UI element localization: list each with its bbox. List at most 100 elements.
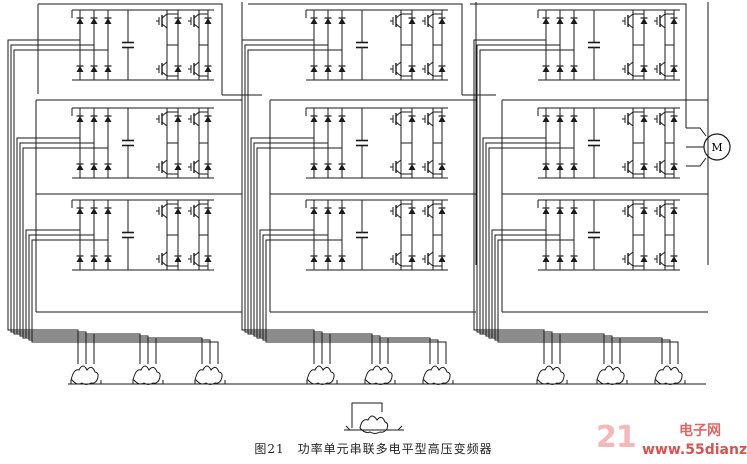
transformer-winding-icon <box>306 365 338 385</box>
igbt-icon <box>654 159 666 175</box>
igbt-icon <box>654 13 666 29</box>
igbt-icon <box>390 251 402 267</box>
diode-icon <box>338 163 346 170</box>
diode-icon <box>570 17 578 24</box>
capacitor-icon <box>356 108 368 178</box>
transformer-winding-icon <box>422 365 454 385</box>
igbt-icon <box>622 111 634 127</box>
diode-icon <box>310 163 318 170</box>
diode-icon <box>76 207 84 214</box>
diode-icon <box>556 65 564 72</box>
transformer-winding-icon <box>596 365 628 385</box>
diode-icon <box>104 163 112 170</box>
diode-icon <box>542 163 550 170</box>
igbt-icon <box>156 251 168 267</box>
motor-label: M <box>711 141 722 154</box>
watermark-number: 21 <box>596 420 637 455</box>
igbt-icon <box>390 159 402 175</box>
igbt-icon <box>622 203 634 219</box>
diode-icon <box>338 207 346 214</box>
power-cell-3-3 <box>534 199 680 271</box>
diode-icon <box>570 207 578 214</box>
igbt-icon <box>622 61 634 77</box>
diode-icon <box>76 65 84 72</box>
diode-icon <box>104 65 112 72</box>
igbt-icon <box>156 159 168 175</box>
diode-icon <box>104 255 112 262</box>
diode-icon <box>76 115 84 122</box>
igbt-icon <box>422 13 434 29</box>
transformer-winding-icon <box>70 365 102 385</box>
diode-icon <box>310 255 318 262</box>
diode-icon <box>338 255 346 262</box>
igbt-icon <box>390 203 402 219</box>
igbt-icon <box>654 251 666 267</box>
diode-icon <box>570 65 578 72</box>
transformer-winding-icon <box>359 415 389 434</box>
diode-icon <box>338 65 346 72</box>
igbt-icon <box>622 13 634 29</box>
power-cell-1-1 <box>68 9 214 81</box>
diode-icon <box>76 255 84 262</box>
diode-icon <box>542 17 550 24</box>
igbt-icon <box>654 203 666 219</box>
diode-icon <box>310 17 318 24</box>
diode-icon <box>570 115 578 122</box>
power-cell-2-3 <box>534 107 680 179</box>
diode-icon <box>324 65 332 72</box>
diode-icon <box>324 115 332 122</box>
capacitor-icon <box>122 10 134 80</box>
diode-icon <box>338 17 346 24</box>
watermark: 21 电子网 www.55dianzi.com <box>596 416 747 462</box>
igbt-icon <box>422 159 434 175</box>
diode-icon <box>90 65 98 72</box>
diode-icon <box>542 255 550 262</box>
transformer-winding-icon <box>654 365 686 385</box>
transformer-winding-icon <box>536 365 568 385</box>
diode-icon <box>324 255 332 262</box>
capacitor-icon <box>356 10 368 80</box>
diode-icon <box>90 207 98 214</box>
watermark-chinese: 电子网 <box>679 423 721 439</box>
diode-icon <box>90 17 98 24</box>
diode-icon <box>542 115 550 122</box>
diode-icon <box>90 255 98 262</box>
primary-winding <box>344 402 404 434</box>
igbt-icon <box>188 111 200 127</box>
igbt-icon <box>156 61 168 77</box>
igbt-icon <box>390 13 402 29</box>
igbt-icon <box>390 111 402 127</box>
igbt-icon <box>422 61 434 77</box>
motor-icon: M <box>686 127 731 167</box>
power-cell-3-1 <box>68 199 214 271</box>
diode-icon <box>338 115 346 122</box>
diode-icon <box>104 207 112 214</box>
transformer-winding-icon <box>364 365 396 385</box>
transformer-winding-icon <box>194 365 226 385</box>
diode-icon <box>556 207 564 214</box>
watermark-url: www.55dianzi.com <box>642 442 747 458</box>
capacitor-icon <box>588 108 600 178</box>
diode-icon <box>90 115 98 122</box>
diode-icon <box>90 163 98 170</box>
diode-icon <box>324 163 332 170</box>
igbt-icon <box>156 203 168 219</box>
capacitor-icon <box>122 108 134 178</box>
diode-icon <box>310 65 318 72</box>
diode-icon <box>104 17 112 24</box>
igbt-icon <box>422 251 434 267</box>
figure-caption: 图21 功率单元串联多电平型高压变频器 <box>254 442 493 456</box>
diode-icon <box>76 163 84 170</box>
igbt-icon <box>654 61 666 77</box>
igbt-icon <box>156 13 168 29</box>
series-connections <box>35 2 709 313</box>
power-cell-2-2 <box>302 107 448 179</box>
igbt-icon <box>422 111 434 127</box>
diode-icon <box>556 115 564 122</box>
capacitor-icon <box>588 10 600 80</box>
igbt-icon <box>188 203 200 219</box>
igbt-icon <box>188 13 200 29</box>
diode-icon <box>324 207 332 214</box>
